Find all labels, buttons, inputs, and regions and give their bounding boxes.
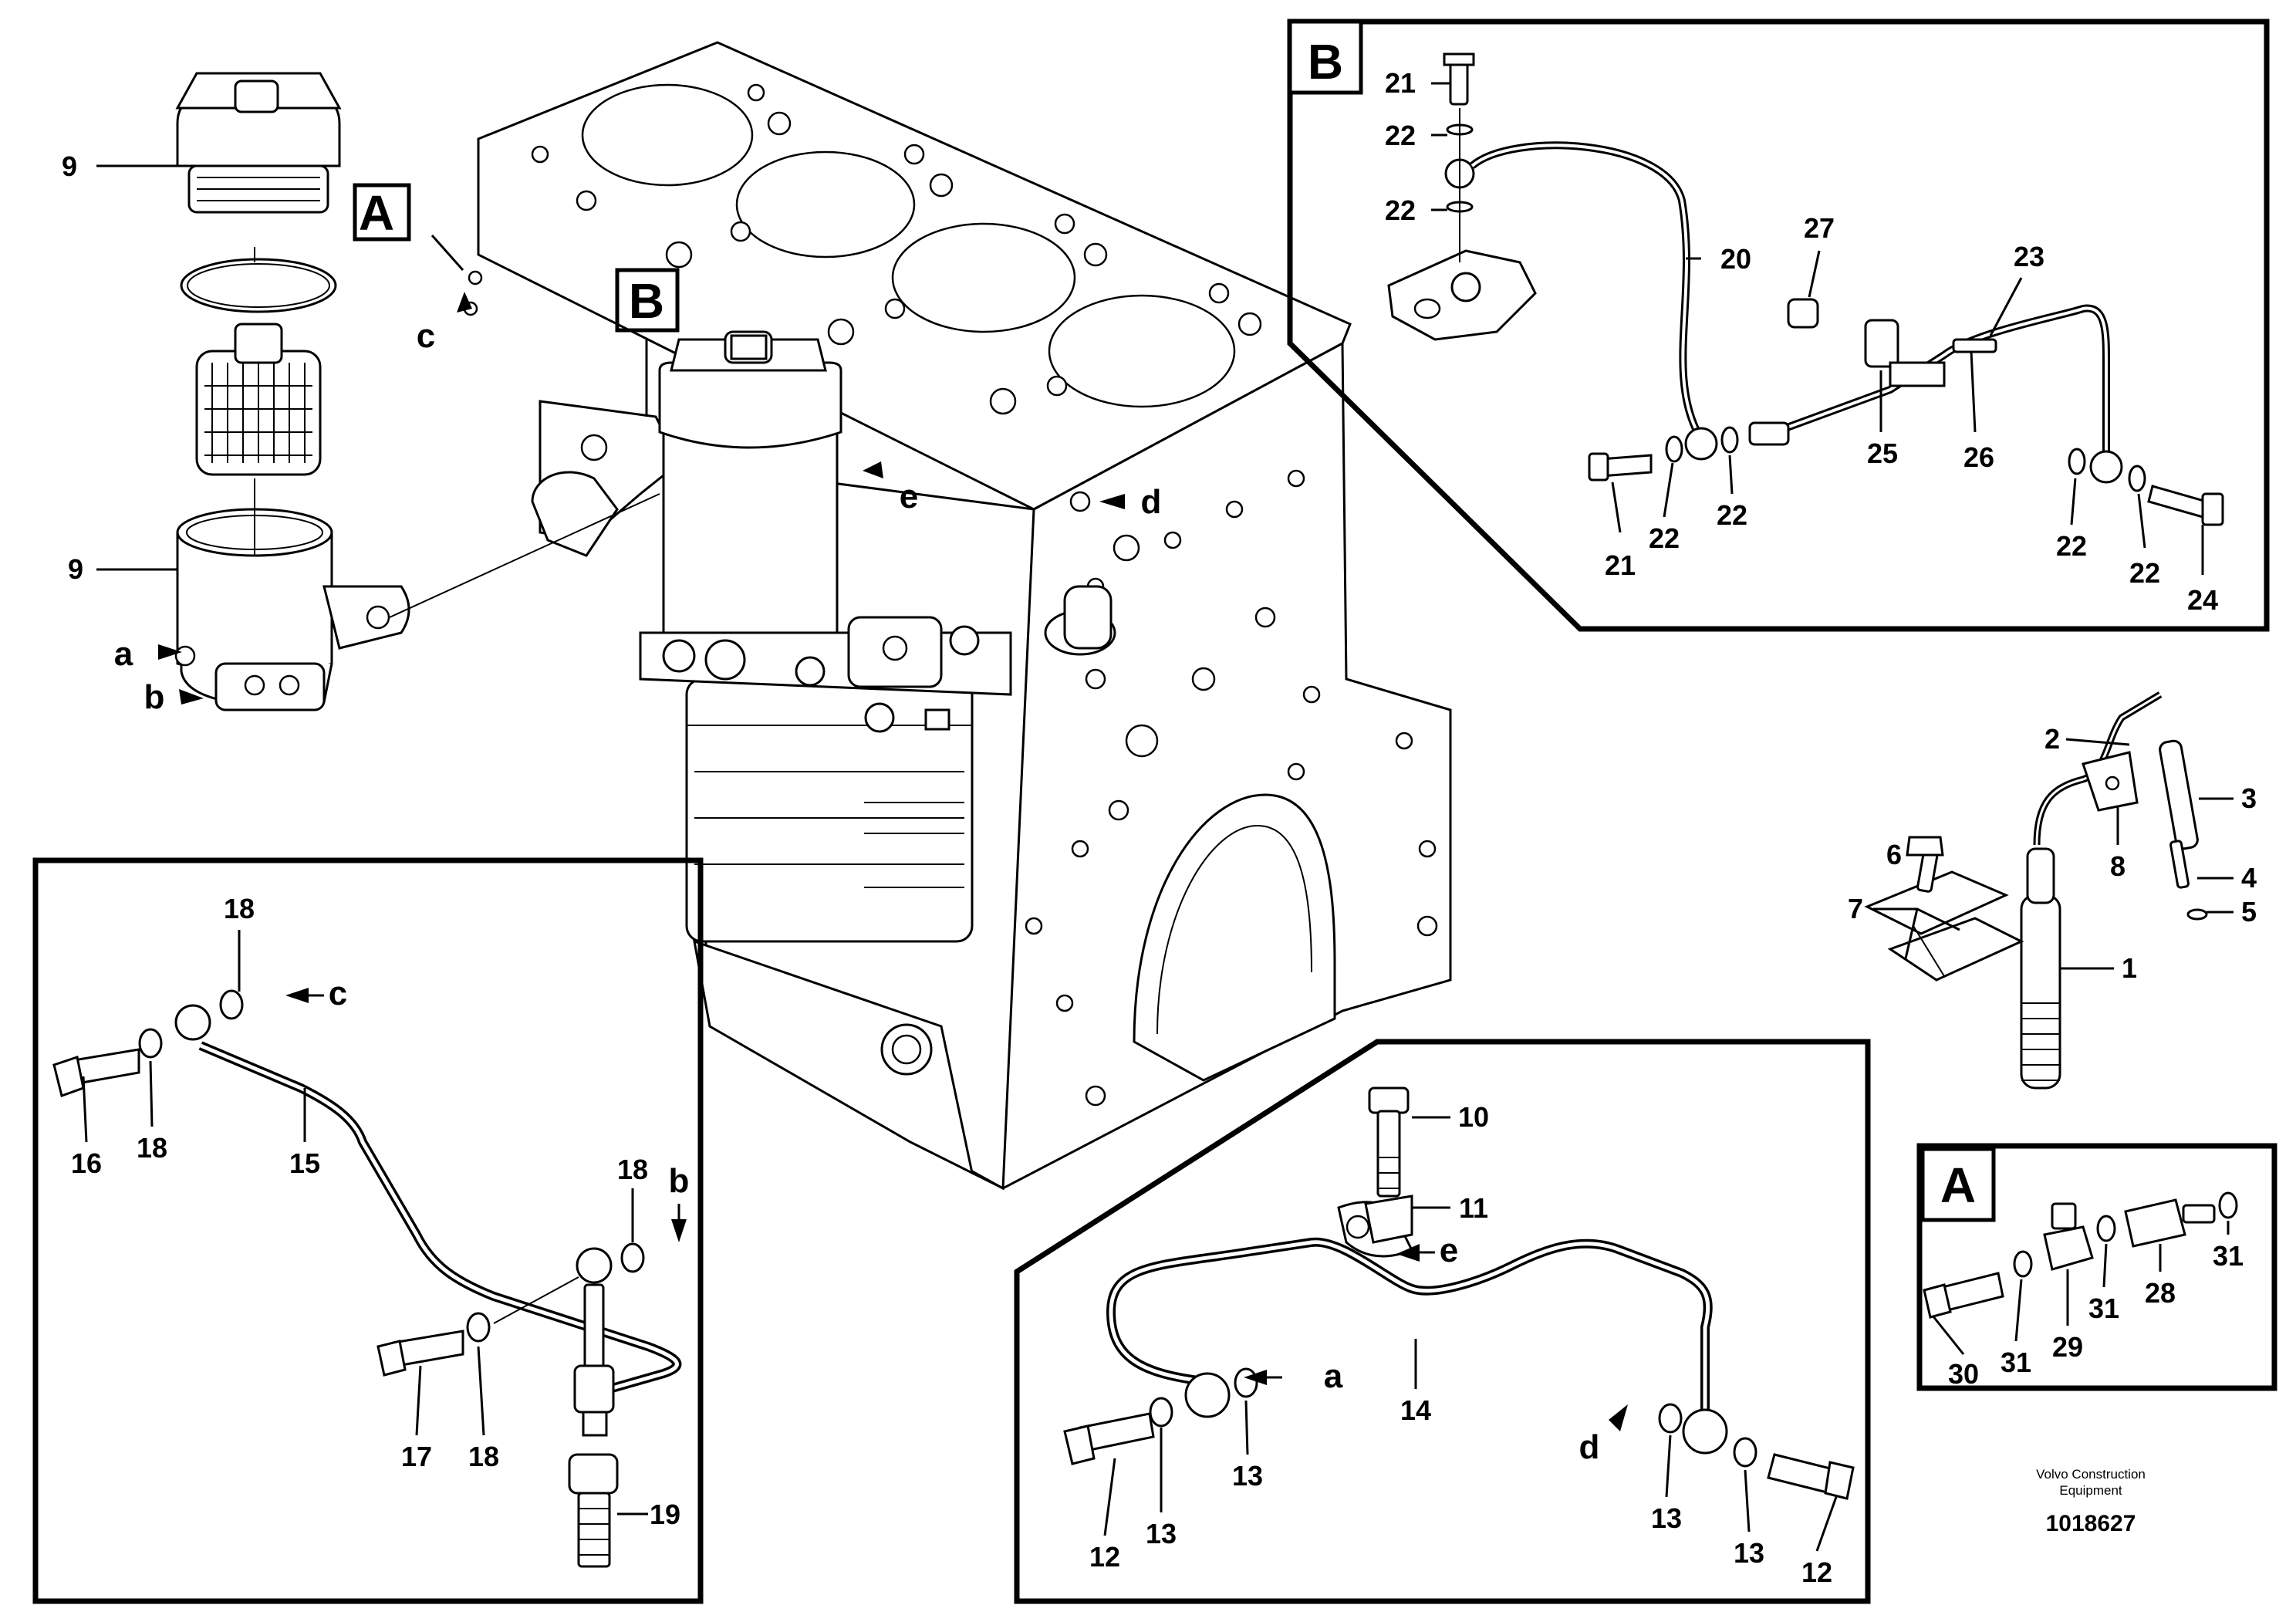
part-16: 16 — [71, 1147, 102, 1179]
part-22-a: 22 — [1385, 120, 1416, 151]
leader-lines — [82, 82, 2234, 1552]
document-number: 1018627 — [2046, 1511, 2136, 1536]
part-9-cap: 9 — [62, 150, 77, 182]
part-30: 30 — [1948, 1358, 1979, 1390]
part-12-left: 12 — [1089, 1541, 1120, 1573]
detail-pipe-15-box — [32, 857, 704, 1604]
part-18-left: 18 — [137, 1132, 167, 1164]
part-31-a: 31 — [2001, 1347, 2031, 1378]
detail-b-box — [1287, 19, 2270, 632]
part-19: 19 — [650, 1499, 680, 1530]
part-14: 14 — [1400, 1394, 1431, 1426]
detail-a-box — [1916, 1143, 2277, 1391]
ref-e-main: e — [900, 478, 918, 515]
part-27: 27 — [1804, 212, 1835, 244]
part-3: 3 — [2241, 782, 2257, 814]
part-13-d: 13 — [1734, 1537, 1764, 1569]
credit-line-1: Volvo Construction — [2036, 1467, 2146, 1482]
reference-arrows — [158, 292, 1628, 1431]
ref-c-detail: c — [329, 975, 347, 1012]
detail-label-a-box: A — [1940, 1157, 1976, 1213]
part-9-housing: 9 — [68, 553, 83, 585]
part-2: 2 — [2044, 723, 2060, 755]
part-18-top: 18 — [224, 893, 255, 924]
part-4: 4 — [2241, 862, 2257, 894]
part-31-c: 31 — [2213, 1240, 2244, 1272]
detail-label-b-main: B — [629, 273, 664, 329]
part-22-f: 22 — [2129, 557, 2160, 589]
part-5: 5 — [2241, 896, 2257, 928]
part-11: 11 — [1459, 1192, 1488, 1224]
part-17: 17 — [401, 1441, 432, 1472]
part-26: 26 — [1963, 441, 1994, 473]
part-20: 20 — [1720, 243, 1751, 275]
ref-b-detail: b — [669, 1162, 690, 1200]
injector-group — [1864, 691, 2208, 1090]
ref-d-main: d — [1141, 483, 1162, 521]
part-31-b: 31 — [2088, 1293, 2119, 1324]
part-8: 8 — [2110, 850, 2125, 882]
part-10: 10 — [1458, 1101, 1489, 1133]
part-21-top: 21 — [1385, 67, 1416, 99]
ref-b-main: b — [144, 678, 165, 716]
part-18-right: 18 — [617, 1154, 648, 1185]
part-22-c: 22 — [1649, 522, 1680, 554]
credit-line-2: Equipment — [2059, 1483, 2122, 1498]
part-25: 25 — [1867, 438, 1898, 469]
part-12-right: 12 — [1801, 1556, 1832, 1588]
ref-c-main: c — [417, 317, 435, 355]
part-18-bottom: 18 — [468, 1441, 499, 1472]
part-23: 23 — [2014, 241, 2044, 272]
part-22-b: 22 — [1385, 194, 1416, 226]
detail-pipe-14-box — [1014, 1039, 1871, 1604]
part-22-e: 22 — [2056, 530, 2087, 562]
ref-a-detail: a — [1324, 1357, 1343, 1395]
part-24: 24 — [2187, 584, 2218, 616]
part-1: 1 — [2122, 952, 2137, 984]
part-22-d: 22 — [1717, 499, 1747, 531]
part-13-b: 13 — [1232, 1460, 1263, 1492]
part-7: 7 — [1848, 893, 1863, 924]
detail-label-b-box: B — [1308, 34, 1343, 90]
part-15: 15 — [289, 1147, 320, 1179]
part-29: 29 — [2052, 1331, 2083, 1363]
filter-housing-on-block — [639, 330, 1012, 733]
part-6: 6 — [1886, 839, 1902, 870]
part-28: 28 — [2145, 1277, 2176, 1309]
part-13-c: 13 — [1651, 1502, 1682, 1534]
oil-filter-exploded — [174, 72, 660, 711]
ref-e-detail: e — [1440, 1232, 1458, 1269]
ref-a-main: a — [114, 635, 133, 673]
detail-label-a-main: A — [359, 185, 394, 241]
part-13-a: 13 — [1146, 1518, 1177, 1549]
part-21-bottom: 21 — [1605, 549, 1636, 581]
labels: A B B A a b c e d c b e a d 9 9 21 22 22… — [62, 34, 2257, 1588]
engine-block — [477, 41, 1452, 1191]
ref-d-detail: d — [1579, 1428, 1600, 1466]
